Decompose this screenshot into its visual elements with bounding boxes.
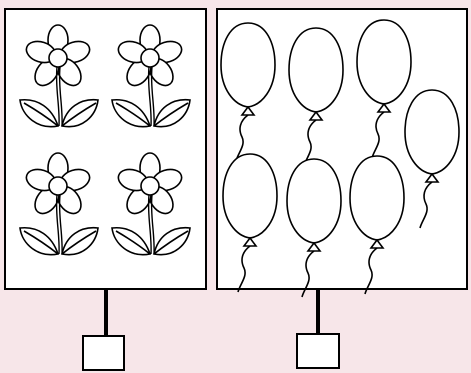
balloons-answer-box[interactable] — [296, 333, 340, 369]
flowers-answer-box[interactable] — [82, 335, 125, 371]
